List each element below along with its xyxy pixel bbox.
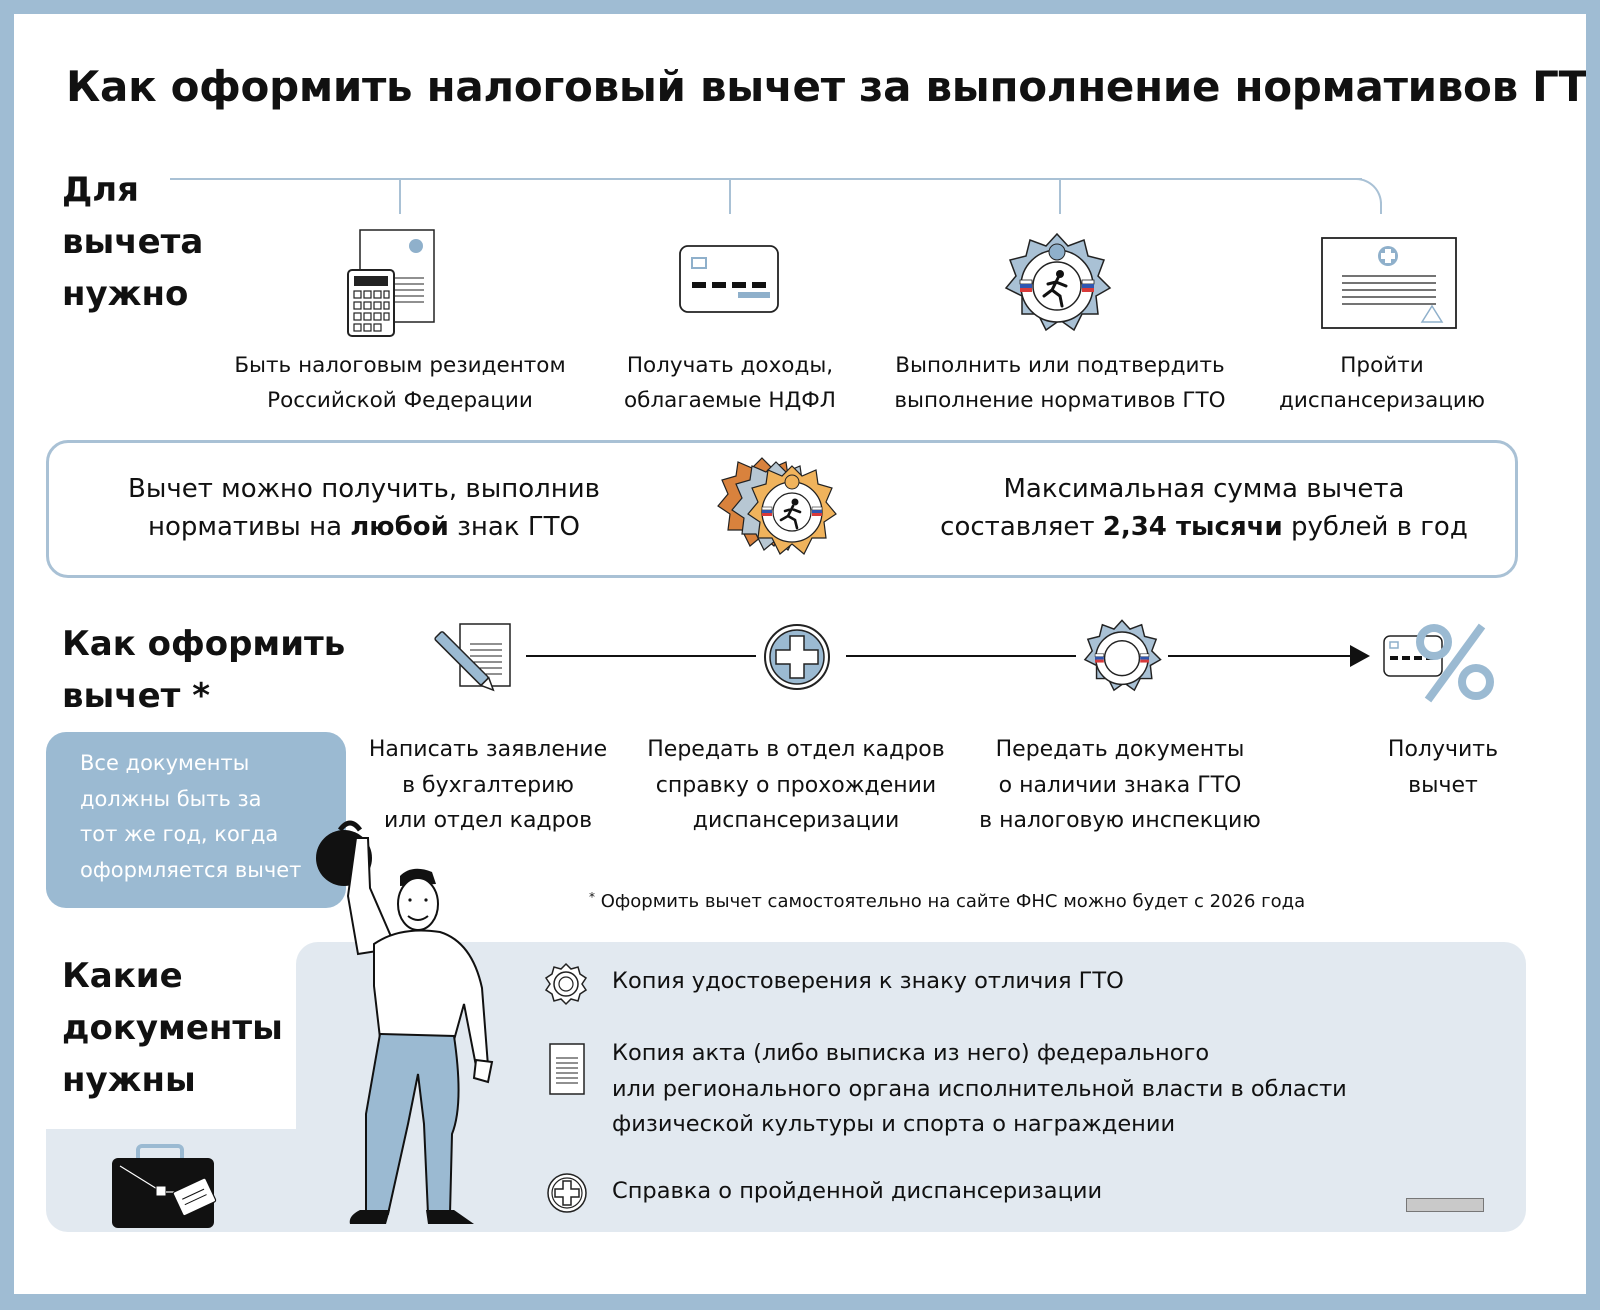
connector-tick [729, 178, 731, 214]
gto-badge-icon [1004, 232, 1112, 332]
connector-tick [1059, 178, 1061, 214]
year-note-box: Все документы должны быть за тот же год,… [46, 732, 346, 908]
footnote-asterisk: * [589, 890, 595, 904]
documents-panel [296, 942, 1526, 1232]
documents-heading: Какие документы нужны [62, 956, 283, 1100]
step-connector [526, 655, 756, 657]
requirement-label: Быть налоговым резидентом Российской Фед… [234, 353, 566, 413]
requirement-label: Выполнить или подтвердить выполнение нор… [894, 353, 1226, 413]
card-percent-icon [1383, 623, 1494, 703]
briefcase-icon [112, 1144, 217, 1228]
bank-card-icon [679, 245, 779, 313]
page-title: Как оформить налоговый вычет за выполнен… [66, 62, 1586, 111]
badge-outline-icon [544, 962, 588, 1006]
info-banner [46, 440, 1518, 578]
process-heading: Как оформить вычет * [62, 624, 346, 716]
document-item: Копия удостоверения к знаку отличия ГТО [612, 968, 1124, 994]
step-label: Передать документы о наличии знака ГТО в… [979, 737, 1261, 833]
arrow-head-icon [1350, 645, 1370, 667]
pen-document-icon [434, 623, 511, 692]
step-label: Получить вычет [1387, 737, 1499, 798]
banner-right-text: Максимальная сумма вычета составляет 2,3… [940, 474, 1468, 542]
gto-badges-stack-icon [717, 457, 837, 555]
footnote: * Оформить вычет самостоятельно на сайте… [589, 890, 1306, 912]
banner-left-text: Вычет можно получить, выполнив нормативы… [127, 474, 600, 542]
medical-cross-icon [764, 624, 830, 690]
requirement-label: Пройти диспансеризацию [1279, 353, 1485, 413]
step-label: Написать заявление в бухгалтерию или отд… [368, 737, 608, 833]
medical-certificate-icon [1321, 237, 1457, 329]
medical-cross-outline-icon [547, 1173, 587, 1213]
step-label: Передать в отдел кадров справку о прохож… [647, 737, 945, 833]
athlete-kettlebell-illustration [316, 820, 494, 1224]
step-connector [846, 655, 1076, 657]
connector-corner [1354, 178, 1382, 206]
infographic: Как оформить налоговый вычет за выполнен… [14, 14, 1586, 1294]
document-item: Справка о пройденной диспансеризации [612, 1178, 1103, 1204]
document-item: Копия акта (либо выписка из него) федера… [612, 1040, 1347, 1137]
requirements-connector-line [170, 178, 1362, 180]
connector-tick [1380, 202, 1382, 214]
connector-tick [399, 178, 401, 214]
gto-badge-icon [1083, 619, 1162, 692]
step-connector [1168, 655, 1352, 657]
grey-bar-decoration [1406, 1198, 1484, 1212]
document-outline-icon [549, 1043, 585, 1095]
requirement-label: Получать доходы, облагаемые НДФЛ [624, 353, 836, 413]
requirements-heading: Для вычета нужно [62, 170, 204, 314]
tax-document-calculator-icon [347, 229, 435, 337]
